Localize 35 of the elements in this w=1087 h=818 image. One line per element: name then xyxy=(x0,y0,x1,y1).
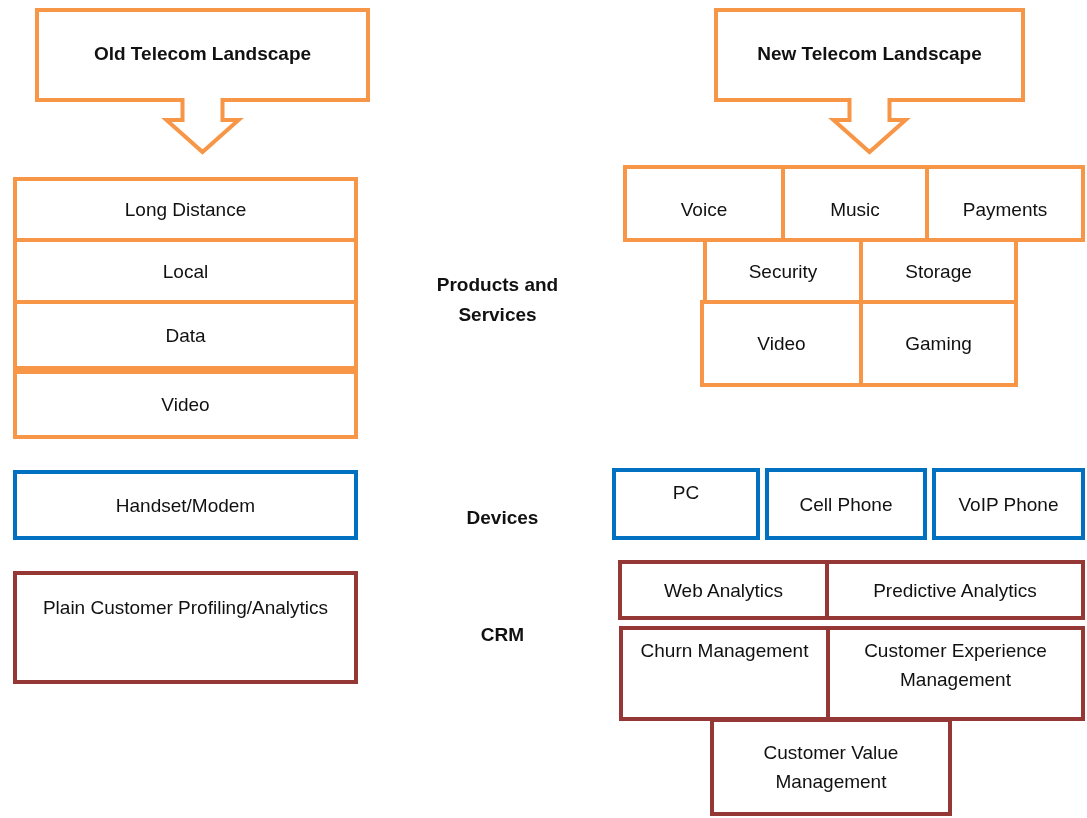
node-text: Music xyxy=(830,198,880,222)
callout-arrow-box xyxy=(35,8,370,154)
callout-arrow-box xyxy=(714,8,1025,154)
node-text: Handset/Modem xyxy=(115,493,256,518)
node-text: Web Analytics xyxy=(664,578,783,603)
node-text: New Telecom Landscape xyxy=(757,43,982,65)
node-text: Data xyxy=(165,323,206,348)
row-label: Products and Services xyxy=(435,273,560,327)
node-text: Plain Customer Profiling/Analytics xyxy=(42,596,329,620)
category-box xyxy=(612,468,760,540)
node-text: Security xyxy=(748,259,818,284)
category-box xyxy=(13,571,358,684)
node-text: Predictive Analytics xyxy=(873,578,1037,603)
node-text: Video xyxy=(757,332,806,356)
node-text: VoIP Phone xyxy=(958,492,1059,517)
node-text: Storage xyxy=(905,259,972,284)
node-text: PC xyxy=(672,481,700,505)
node-text: Long Distance xyxy=(124,198,247,222)
category-box xyxy=(932,468,1085,540)
node-text: Cell Phone xyxy=(799,492,893,517)
node-text: Old Telecom Landscape xyxy=(93,43,312,65)
node-text: Gaming xyxy=(905,332,972,356)
node-text: Voice xyxy=(680,198,728,222)
node-text: Local xyxy=(162,259,209,284)
category-box xyxy=(13,470,358,540)
row-label: CRM xyxy=(479,623,526,647)
row-label: Devices xyxy=(465,506,540,530)
node-text: Customer Experience Management xyxy=(863,639,1048,692)
category-box xyxy=(13,370,358,439)
node-text: Customer Value Management xyxy=(762,741,900,794)
category-box xyxy=(765,468,927,540)
node-text: Video xyxy=(161,393,210,417)
node-text: Churn Management xyxy=(640,639,809,663)
node-text: Payments xyxy=(962,198,1048,222)
category-box xyxy=(710,718,952,816)
